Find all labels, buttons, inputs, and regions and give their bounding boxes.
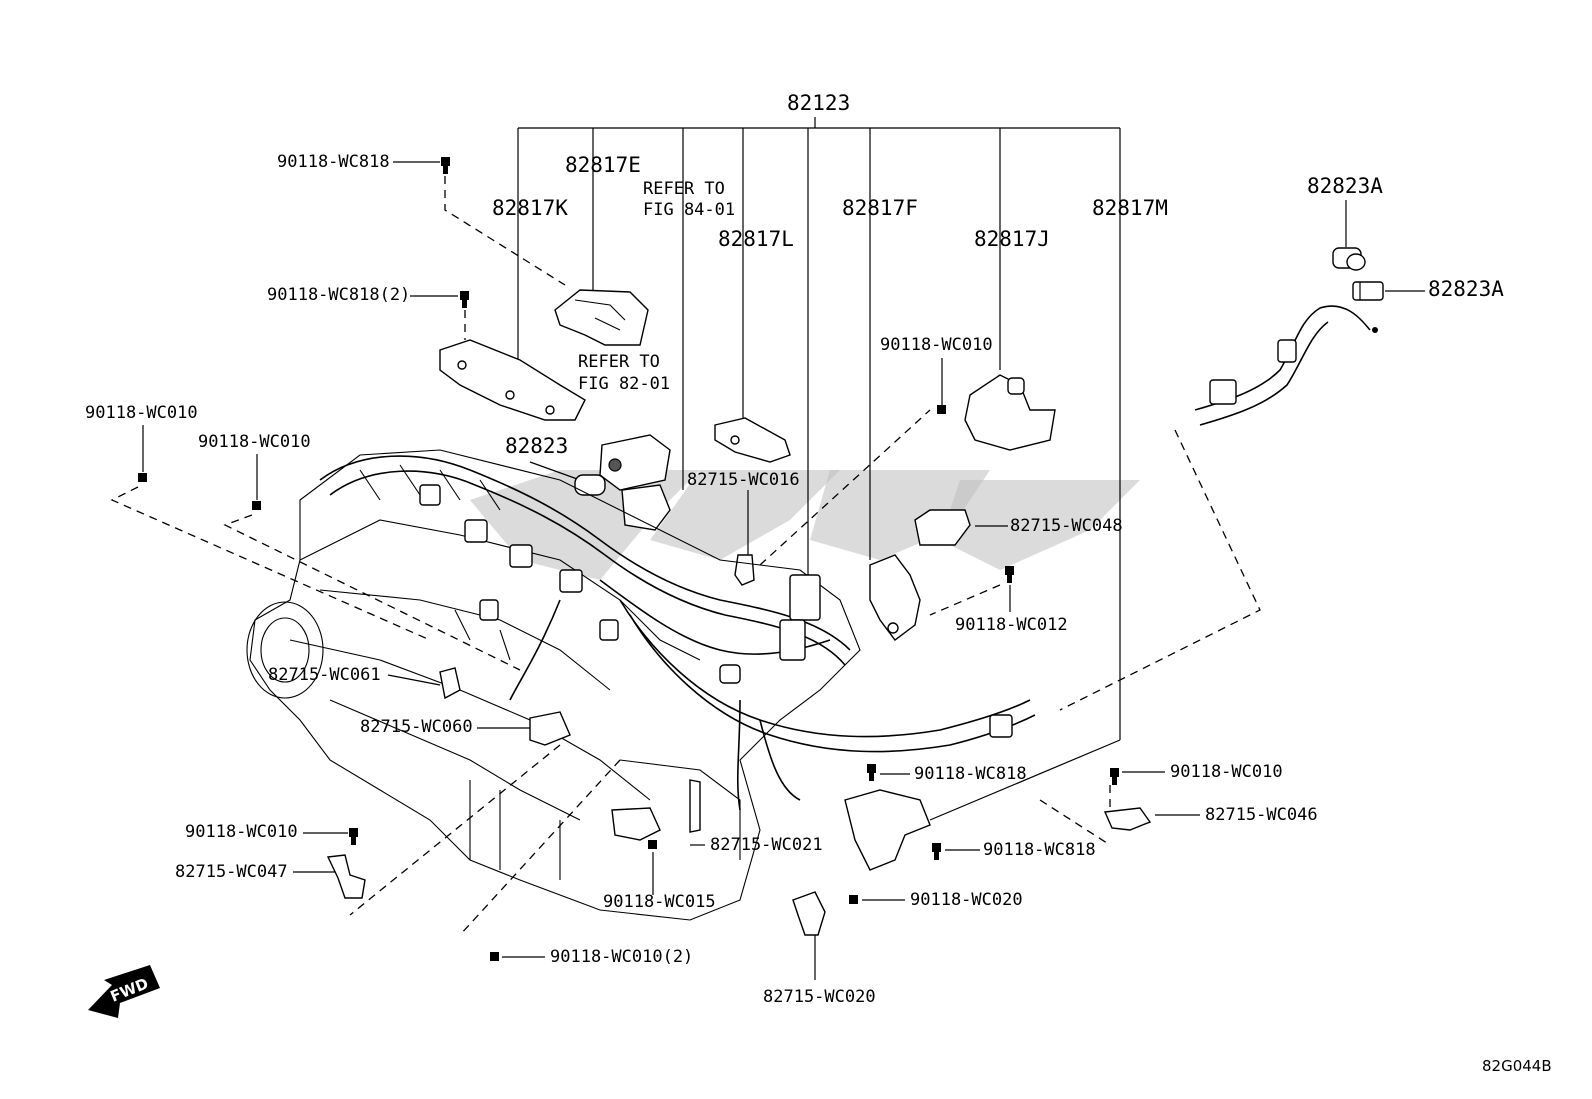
bolt-icon[interactable] [1005,566,1014,583]
label-82817M[interactable]: 82817M [1092,196,1168,220]
label-90118-WC010-2[interactable]: 90118-WC010(2) [550,947,693,967]
label-82715-WC016[interactable]: 82715-WC016 [687,470,800,490]
label-82715-WC021[interactable]: 82715-WC021 [710,835,823,855]
refer-fig-82-01[interactable]: FIG 82-01 [578,374,670,394]
label-82715-WC060[interactable]: 82715-WC060 [360,717,473,737]
refer-to-label[interactable]: REFER TO [643,179,725,199]
bolt-icon[interactable] [460,291,469,308]
label-90118-WC010-d[interactable]: 90118-WC010 [185,822,298,842]
assembly-bracket: 82123 [517,91,1121,821]
label-90118-WC010-e[interactable]: 90118-WC010 [1170,762,1283,782]
label-90118-WC818-low[interactable]: 90118-WC818 [983,840,1096,860]
label-82715-WC061[interactable]: 82715-WC061 [268,665,381,685]
forward-arrow-icon: FWD [88,965,160,1018]
relay-bracket[interactable] [621,484,671,531]
connector-plug-icon[interactable] [1352,281,1384,301]
label-82817L[interactable]: 82817L [718,227,794,251]
refer-fig-84-01[interactable]: FIG 84-01 [643,200,735,220]
label-82817K[interactable]: 82817K [492,196,568,220]
bolt-icon[interactable] [932,843,941,860]
bracket-82817M[interactable] [844,789,931,871]
engine-wire-harness[interactable] [319,455,1036,811]
label-82715-WC048[interactable]: 82715-WC048 [1010,516,1123,536]
bracket-82817F[interactable] [869,554,921,641]
clip-82715-WC046[interactable] [1103,807,1152,831]
label-82715-WC020[interactable]: 82715-WC020 [763,987,876,1007]
clip-82715-WC060[interactable] [529,711,571,746]
bolt-icon[interactable] [252,501,261,510]
label-82715-WC047[interactable]: 82715-WC047 [175,862,288,882]
assembly-number[interactable]: 82123 [787,91,850,115]
label-82817J[interactable]: 82817J [974,227,1050,251]
clip-82715-WC047[interactable] [326,854,366,899]
bolt-icon[interactable] [490,952,499,961]
clip-82715-WC048[interactable] [914,509,971,546]
connector-82823[interactable] [574,474,606,496]
bolt-icon[interactable] [648,840,657,849]
bolt-icon[interactable] [867,764,876,781]
bolt-icon[interactable] [138,473,147,482]
bolt-icon[interactable] [441,157,450,174]
label-90118-WC010-b[interactable]: 90118-WC010 [880,335,993,355]
engine-assembly [246,449,861,921]
label-82817F[interactable]: 82817F [842,196,918,220]
bracket-82817E[interactable] [554,289,649,346]
label-82715-WC046[interactable]: 82715-WC046 [1205,805,1318,825]
clamp-82817L[interactable] [714,417,791,463]
label-90118-WC818-top[interactable]: 90118-WC818 [277,152,390,172]
label-82823[interactable]: 82823 [505,434,568,458]
label-90118-WC818-mid[interactable]: 90118-WC818 [914,764,1027,784]
label-90118-WC818-2[interactable]: 90118-WC818(2) [267,285,410,305]
label-90118-WC010-a[interactable]: 90118-WC010 [85,403,198,423]
label-82823A-lower[interactable]: 82823A [1428,277,1504,301]
refer-to-label-2[interactable]: REFER TO [578,352,660,372]
label-82817E[interactable]: 82817E [565,153,641,177]
label-90118-WC015[interactable]: 90118-WC015 [603,892,716,912]
battery-cable-harness[interactable] [1194,305,1378,426]
label-90118-WC010-c[interactable]: 90118-WC010 [198,432,311,452]
connector-cap-icon[interactable] [1332,247,1366,271]
bracket-82817K[interactable] [439,339,586,421]
label-82823A-upper[interactable]: 82823A [1307,174,1383,198]
bolt-icon[interactable] [1110,768,1119,785]
clip-82715-WC061[interactable] [439,667,461,700]
label-90118-WC020[interactable]: 90118-WC020 [910,890,1023,910]
figure-code: 82G044B [1482,1057,1552,1075]
sensor-module[interactable] [599,434,671,491]
bolt-icon[interactable] [349,828,358,845]
clip-82715-WC021[interactable] [611,779,701,841]
clip-82715-WC020[interactable] [792,891,826,936]
bracket-82817J[interactable] [964,374,1056,451]
clip-82715-WC016[interactable] [734,554,755,586]
bolt-icon[interactable] [937,405,946,414]
bolt-icon[interactable] [849,895,858,904]
label-90118-WC012[interactable]: 90118-WC012 [955,615,1068,635]
